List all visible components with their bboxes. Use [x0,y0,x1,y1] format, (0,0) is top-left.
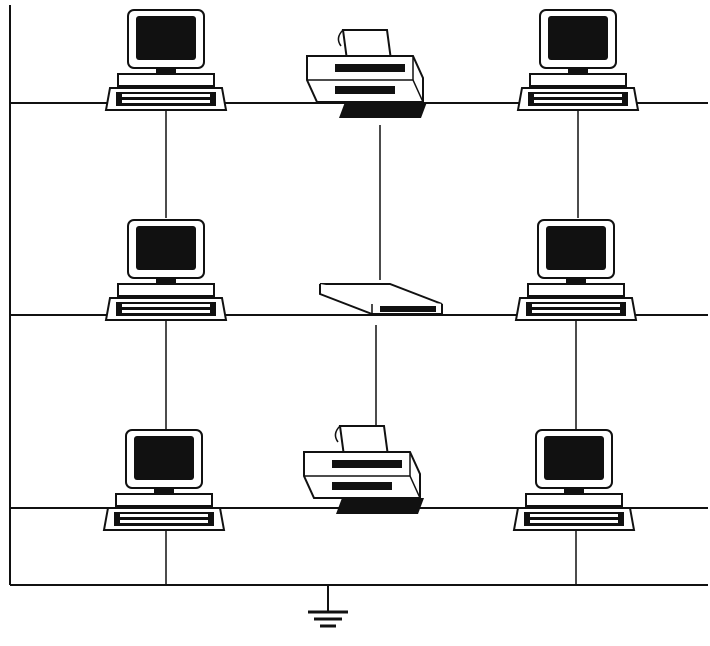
computer-icon[interactable] [105,9,227,111]
ground-symbol-icon [308,610,348,628]
computer-icon[interactable] [103,429,225,531]
printer-icon[interactable] [306,29,428,119]
printer-icon[interactable] [303,425,425,515]
computer-icon[interactable] [513,429,635,531]
computer-icon[interactable] [105,219,227,321]
computer-icon[interactable] [515,219,637,321]
network-device-icon[interactable] [319,283,443,315]
computer-icon[interactable] [517,9,639,111]
